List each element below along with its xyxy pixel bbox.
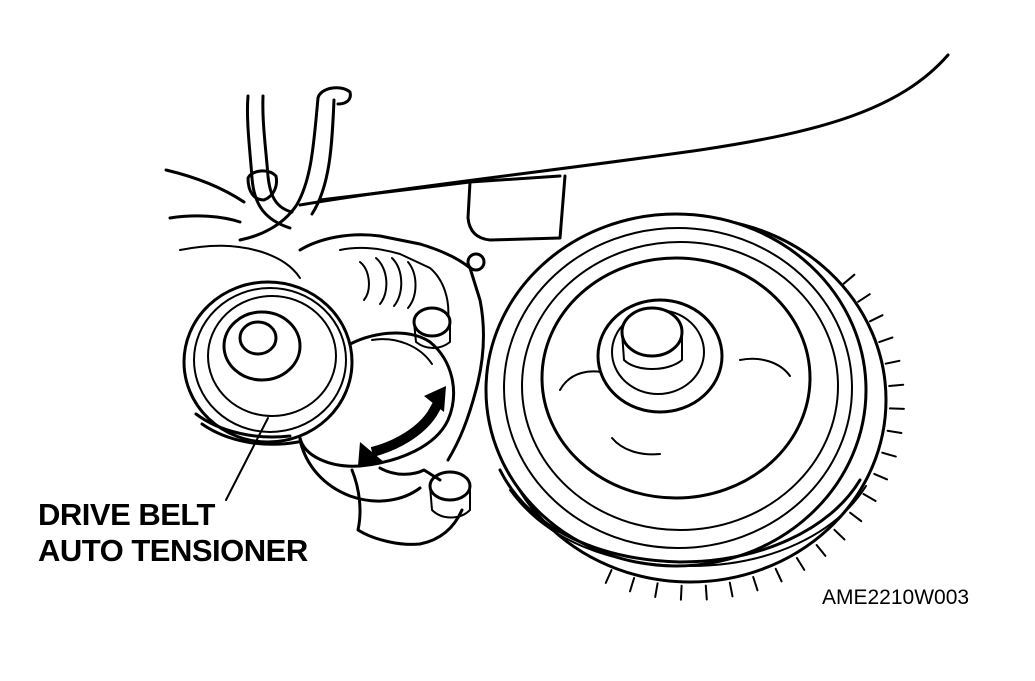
timing-tooth: [849, 511, 863, 523]
crank-bolt-head: [620, 306, 684, 358]
lower-bracket-arm: [378, 466, 442, 482]
idler-pulley-bolt: [238, 320, 278, 356]
drive-belt-lower-inner: [509, 485, 867, 567]
engine-cover-outline: [298, 53, 950, 207]
timing-tooth: [795, 557, 806, 571]
hose-right: [238, 96, 320, 242]
tensioner-top-bolt: [412, 306, 452, 338]
callout-label-line1: DRIVE BELT: [38, 497, 216, 532]
bracket-bolt-head: [466, 252, 486, 272]
crank-web-spoke-bottom: [611, 437, 661, 456]
tensioner-arm-edge: [371, 338, 433, 365]
tensioner-top-bolt-side: [413, 321, 451, 349]
hose-right-inner: [310, 98, 336, 216]
timing-tooth: [862, 493, 877, 502]
hose-left-long: [164, 168, 246, 204]
timing-tooth: [857, 293, 871, 303]
crank-pulley-groove2: [521, 241, 839, 531]
engine-cover-step: [466, 174, 567, 242]
crank-timing-teeth: [604, 273, 905, 601]
hose-clamp: [246, 169, 278, 202]
callout-label-line2: AUTO TENSIONER: [38, 533, 308, 568]
timing-tooth: [679, 584, 683, 601]
crank-bolt-side: [621, 331, 683, 370]
lower-mount: [350, 468, 464, 546]
lower-mount-bolt-side: [429, 485, 471, 519]
hose-top-bend: [316, 86, 352, 106]
timing-tooth: [654, 582, 659, 598]
crank-pulley-groove1: [503, 227, 853, 549]
engine-cover-lower-edge: [318, 174, 562, 202]
hose-left-long-lower: [168, 214, 242, 224]
timing-tooth: [752, 576, 759, 592]
harness-left: [179, 244, 301, 279]
timing-tooth: [704, 584, 708, 601]
timing-tooth: [888, 383, 905, 387]
crank-web-spoke-right: [739, 357, 791, 377]
rotation-arrow-head-bottom: [358, 442, 384, 466]
timing-tooth: [604, 569, 613, 584]
figure-code: AME2210W003: [822, 586, 970, 609]
timing-tooth: [881, 451, 897, 458]
drive-belt-lower: [498, 468, 862, 564]
timing-tooth: [833, 528, 846, 541]
hose-upper-inner: [261, 94, 294, 214]
rotation-arrow: [370, 397, 445, 457]
hose-upper: [245, 94, 292, 230]
timing-tooth: [873, 472, 889, 481]
timing-tooth: [884, 359, 901, 365]
timing-tooth: [774, 567, 783, 583]
callout-leader-line: [225, 417, 269, 501]
spring-coils: [359, 257, 417, 309]
timing-tooth: [629, 577, 636, 593]
timing-tooth: [886, 429, 903, 434]
timing-tooth: [815, 544, 827, 557]
idler-pulley-groove2: [207, 295, 337, 417]
rotation-arrow-head-top: [424, 386, 446, 412]
timing-tooth: [878, 336, 894, 344]
timing-tooth: [842, 273, 856, 285]
timing-tooth: [888, 407, 905, 410]
crank-pulley-web: [540, 256, 812, 500]
timing-tooth: [869, 314, 884, 323]
bracket-inner: [339, 246, 450, 321]
tensioner-bracket: [298, 233, 485, 462]
idler-pulley-groove1: [193, 287, 347, 433]
timing-tooth: [728, 581, 734, 598]
idler-pulley-belt-edge: [194, 412, 300, 446]
tensioner-base: [298, 438, 422, 503]
